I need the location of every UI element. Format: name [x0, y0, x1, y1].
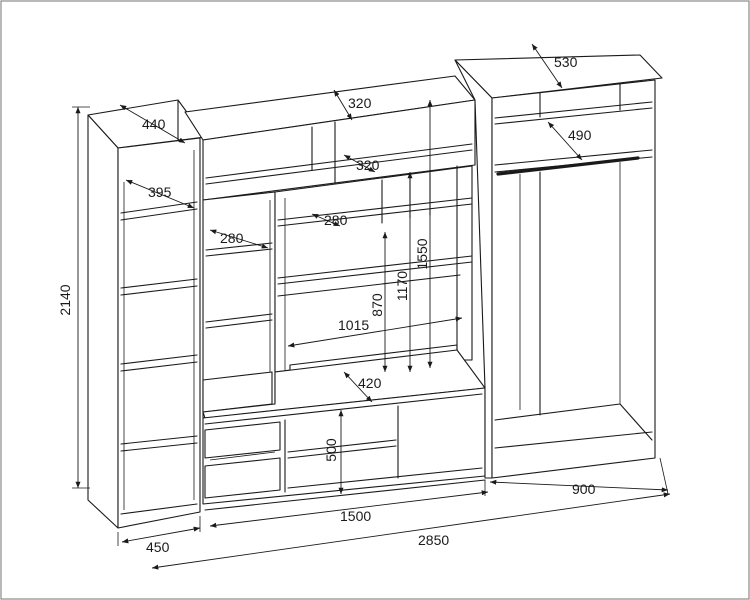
label-right-shelf-depth: 490 — [568, 127, 592, 143]
label-middle-center-shelf-depth: 280 — [324, 212, 348, 228]
dimension-lines — [72, 43, 671, 570]
label-total-height: 2140 — [57, 284, 73, 315]
tv-base-drawer-1 — [204, 421, 281, 459]
left-side-face — [87, 114, 119, 529]
label-tv-niche-width: 1015 — [338, 317, 369, 333]
tv-base-drawer-2 — [204, 457, 281, 499]
label-height-870: 870 — [369, 293, 385, 317]
label-overall-width: 2850 — [418, 532, 449, 548]
label-right-top-depth: 530 — [554, 54, 578, 70]
label-tv-base-depth: 420 — [358, 375, 382, 391]
label-height-1550: 1550 — [414, 238, 430, 269]
label-left-depth-top: 440 — [142, 116, 166, 132]
right-front-face — [491, 79, 656, 479]
label-left-shelf-depth: 395 — [148, 184, 172, 200]
left-bookcase — [87, 99, 206, 529]
label-height-1170: 1170 — [394, 271, 410, 301]
label-base-height: 500 — [323, 438, 339, 462]
label-middle-upper-shelf-depth: 320 — [356, 157, 380, 173]
label-left-width: 450 — [146, 539, 170, 555]
label-middle-left-shelf-depth: 280 — [220, 230, 244, 246]
dimension-labels: 2140 440 395 450 320 320 280 280 1015 87… — [57, 54, 596, 555]
tv-niche-back — [274, 165, 473, 373]
label-middle-top-depth: 320 — [348, 95, 372, 111]
label-middle-width: 1500 — [340, 508, 371, 524]
right-wardrobe — [454, 54, 663, 479]
middle-upper-front — [202, 99, 476, 201]
hanging-rod — [496, 156, 640, 176]
label-right-width: 900 — [572, 481, 596, 497]
